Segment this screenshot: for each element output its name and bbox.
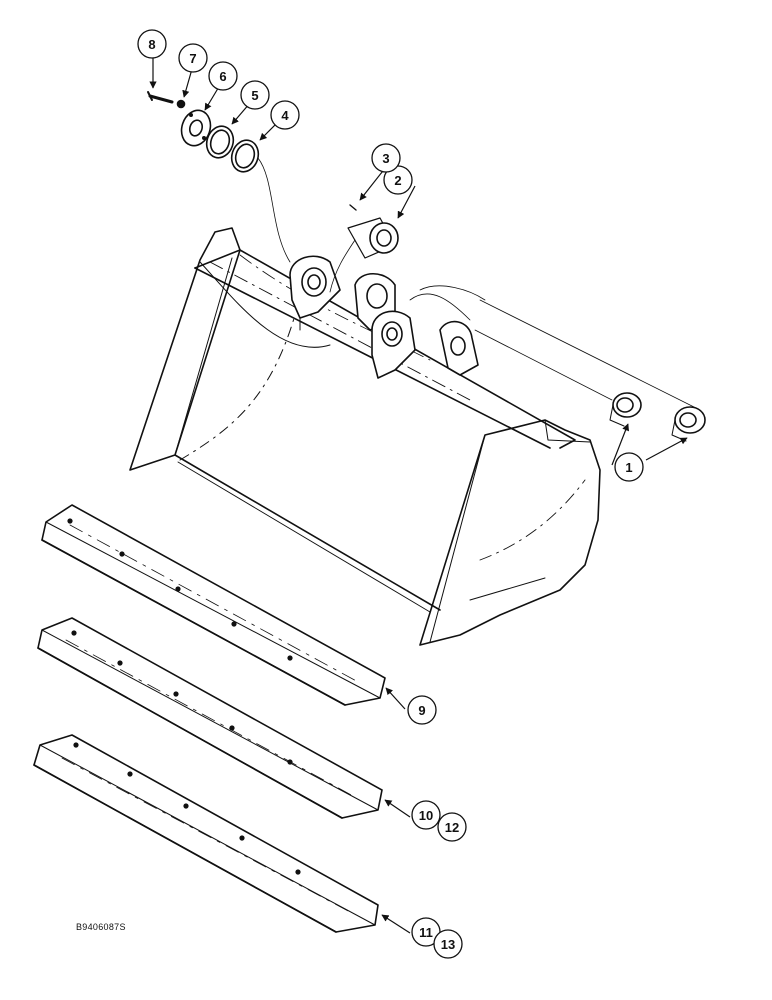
cutting-edge-10 bbox=[37, 617, 383, 819]
svg-text:12: 12 bbox=[445, 820, 459, 835]
svg-text:4: 4 bbox=[281, 108, 289, 123]
callout-4: 4 bbox=[270, 100, 300, 130]
svg-text:2: 2 bbox=[394, 173, 401, 188]
svg-text:11: 11 bbox=[419, 925, 433, 940]
pivot-bushing bbox=[329, 204, 399, 293]
callout-5: 5 bbox=[240, 80, 270, 110]
svg-text:8: 8 bbox=[148, 37, 155, 52]
callout-11: 11 bbox=[411, 917, 441, 947]
callout-7: 7 bbox=[178, 43, 208, 73]
figure-id: B9406087S bbox=[76, 922, 126, 932]
callout-1: 1 bbox=[614, 452, 644, 482]
svg-text:3: 3 bbox=[382, 151, 389, 166]
bushing-pair bbox=[419, 285, 706, 442]
svg-text:6: 6 bbox=[219, 69, 226, 84]
svg-text:13: 13 bbox=[441, 937, 455, 952]
callout-13: 13 bbox=[433, 929, 463, 959]
callout-9: 9 bbox=[407, 695, 437, 725]
loader-bucket bbox=[129, 227, 601, 646]
cutting-edge-9 bbox=[41, 504, 386, 706]
callout-6: 6 bbox=[208, 61, 238, 91]
cutting-edge-11 bbox=[33, 734, 379, 933]
fastener-stack bbox=[147, 91, 291, 263]
svg-text:1: 1 bbox=[625, 460, 632, 475]
svg-text:5: 5 bbox=[251, 88, 258, 103]
svg-text:7: 7 bbox=[189, 51, 196, 66]
callout-10: 10 bbox=[411, 800, 441, 830]
callout-8: 8 bbox=[137, 29, 167, 59]
callout-3: 3 bbox=[371, 143, 401, 173]
callout-12: 12 bbox=[437, 812, 467, 842]
svg-text:9: 9 bbox=[418, 703, 425, 718]
svg-text:10: 10 bbox=[419, 808, 433, 823]
